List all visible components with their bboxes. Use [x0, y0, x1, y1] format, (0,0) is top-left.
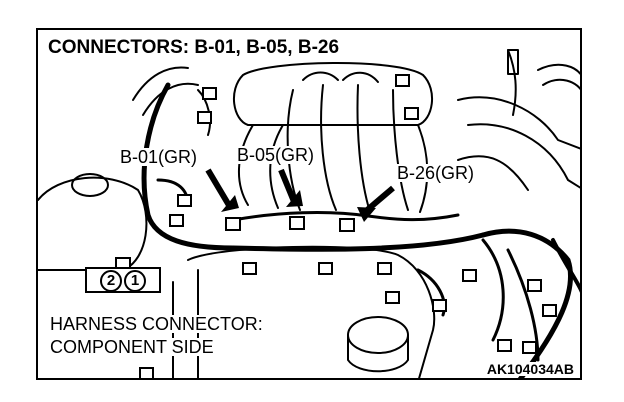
note-line-1: HARNESS CONNECTOR: [48, 314, 265, 334]
connector-blocks [139, 74, 557, 378]
pointer-arrows [205, 168, 395, 222]
hose-top-left [132, 66, 189, 101]
intake-manifold [232, 62, 434, 213]
reservoir-outline [38, 176, 148, 271]
note-line-2: COMPONENT SIDE [48, 337, 216, 357]
harness-connector-symbol [85, 257, 161, 293]
arrow-b-01-icon [221, 195, 239, 212]
connector-b-05 [289, 216, 305, 230]
connector-b-26 [339, 218, 355, 232]
reservoir-cap [71, 173, 109, 197]
arrow-b-05-icon [286, 190, 303, 207]
engine-bay-illustration [38, 49, 580, 378]
diagram-frame: 2 1 CONNECTORS: B-01, B-05, B-26 B-01(GR… [36, 28, 582, 380]
callout-b-26: B-26(GR) [395, 163, 477, 183]
pin-2-circle [100, 270, 122, 292]
right-engine-components [457, 49, 580, 191]
diagram-title: CONNECTORS: B-01, B-05, B-26 [46, 37, 342, 58]
pin-1-label: 1 [130, 272, 140, 289]
connector-b-01 [225, 217, 241, 231]
callout-b-01: B-01(GR) [118, 147, 200, 167]
arrow-b-26-icon [357, 207, 376, 222]
figure-code: AK104034AB [484, 361, 576, 377]
pin-2-label: 2 [106, 272, 116, 289]
sensor-cap [347, 316, 409, 354]
callout-b-05: B-05(GR) [235, 145, 317, 165]
pin-1-circle [124, 270, 146, 292]
